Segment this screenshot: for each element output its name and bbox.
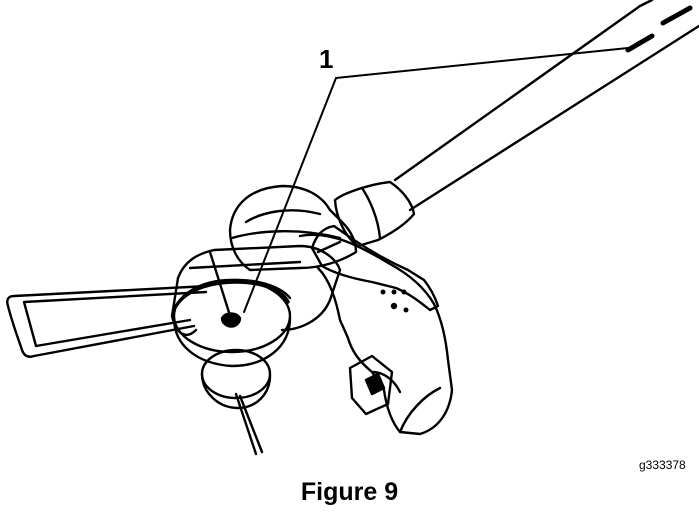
lower-bracket xyxy=(348,354,394,416)
spool xyxy=(172,278,292,410)
shaft-line-marks xyxy=(625,5,693,53)
shaft xyxy=(393,0,699,212)
graphic-id: g333378 xyxy=(639,458,686,472)
figure-caption: Figure 9 xyxy=(300,478,399,506)
callout-number: 1 xyxy=(319,44,334,74)
handle-bracket xyxy=(310,224,440,312)
guard-holes xyxy=(380,289,409,313)
callout-leader-lines xyxy=(243,47,629,313)
trimmer-line xyxy=(208,250,264,456)
cutting-blade xyxy=(6,284,210,358)
guard xyxy=(298,233,454,436)
